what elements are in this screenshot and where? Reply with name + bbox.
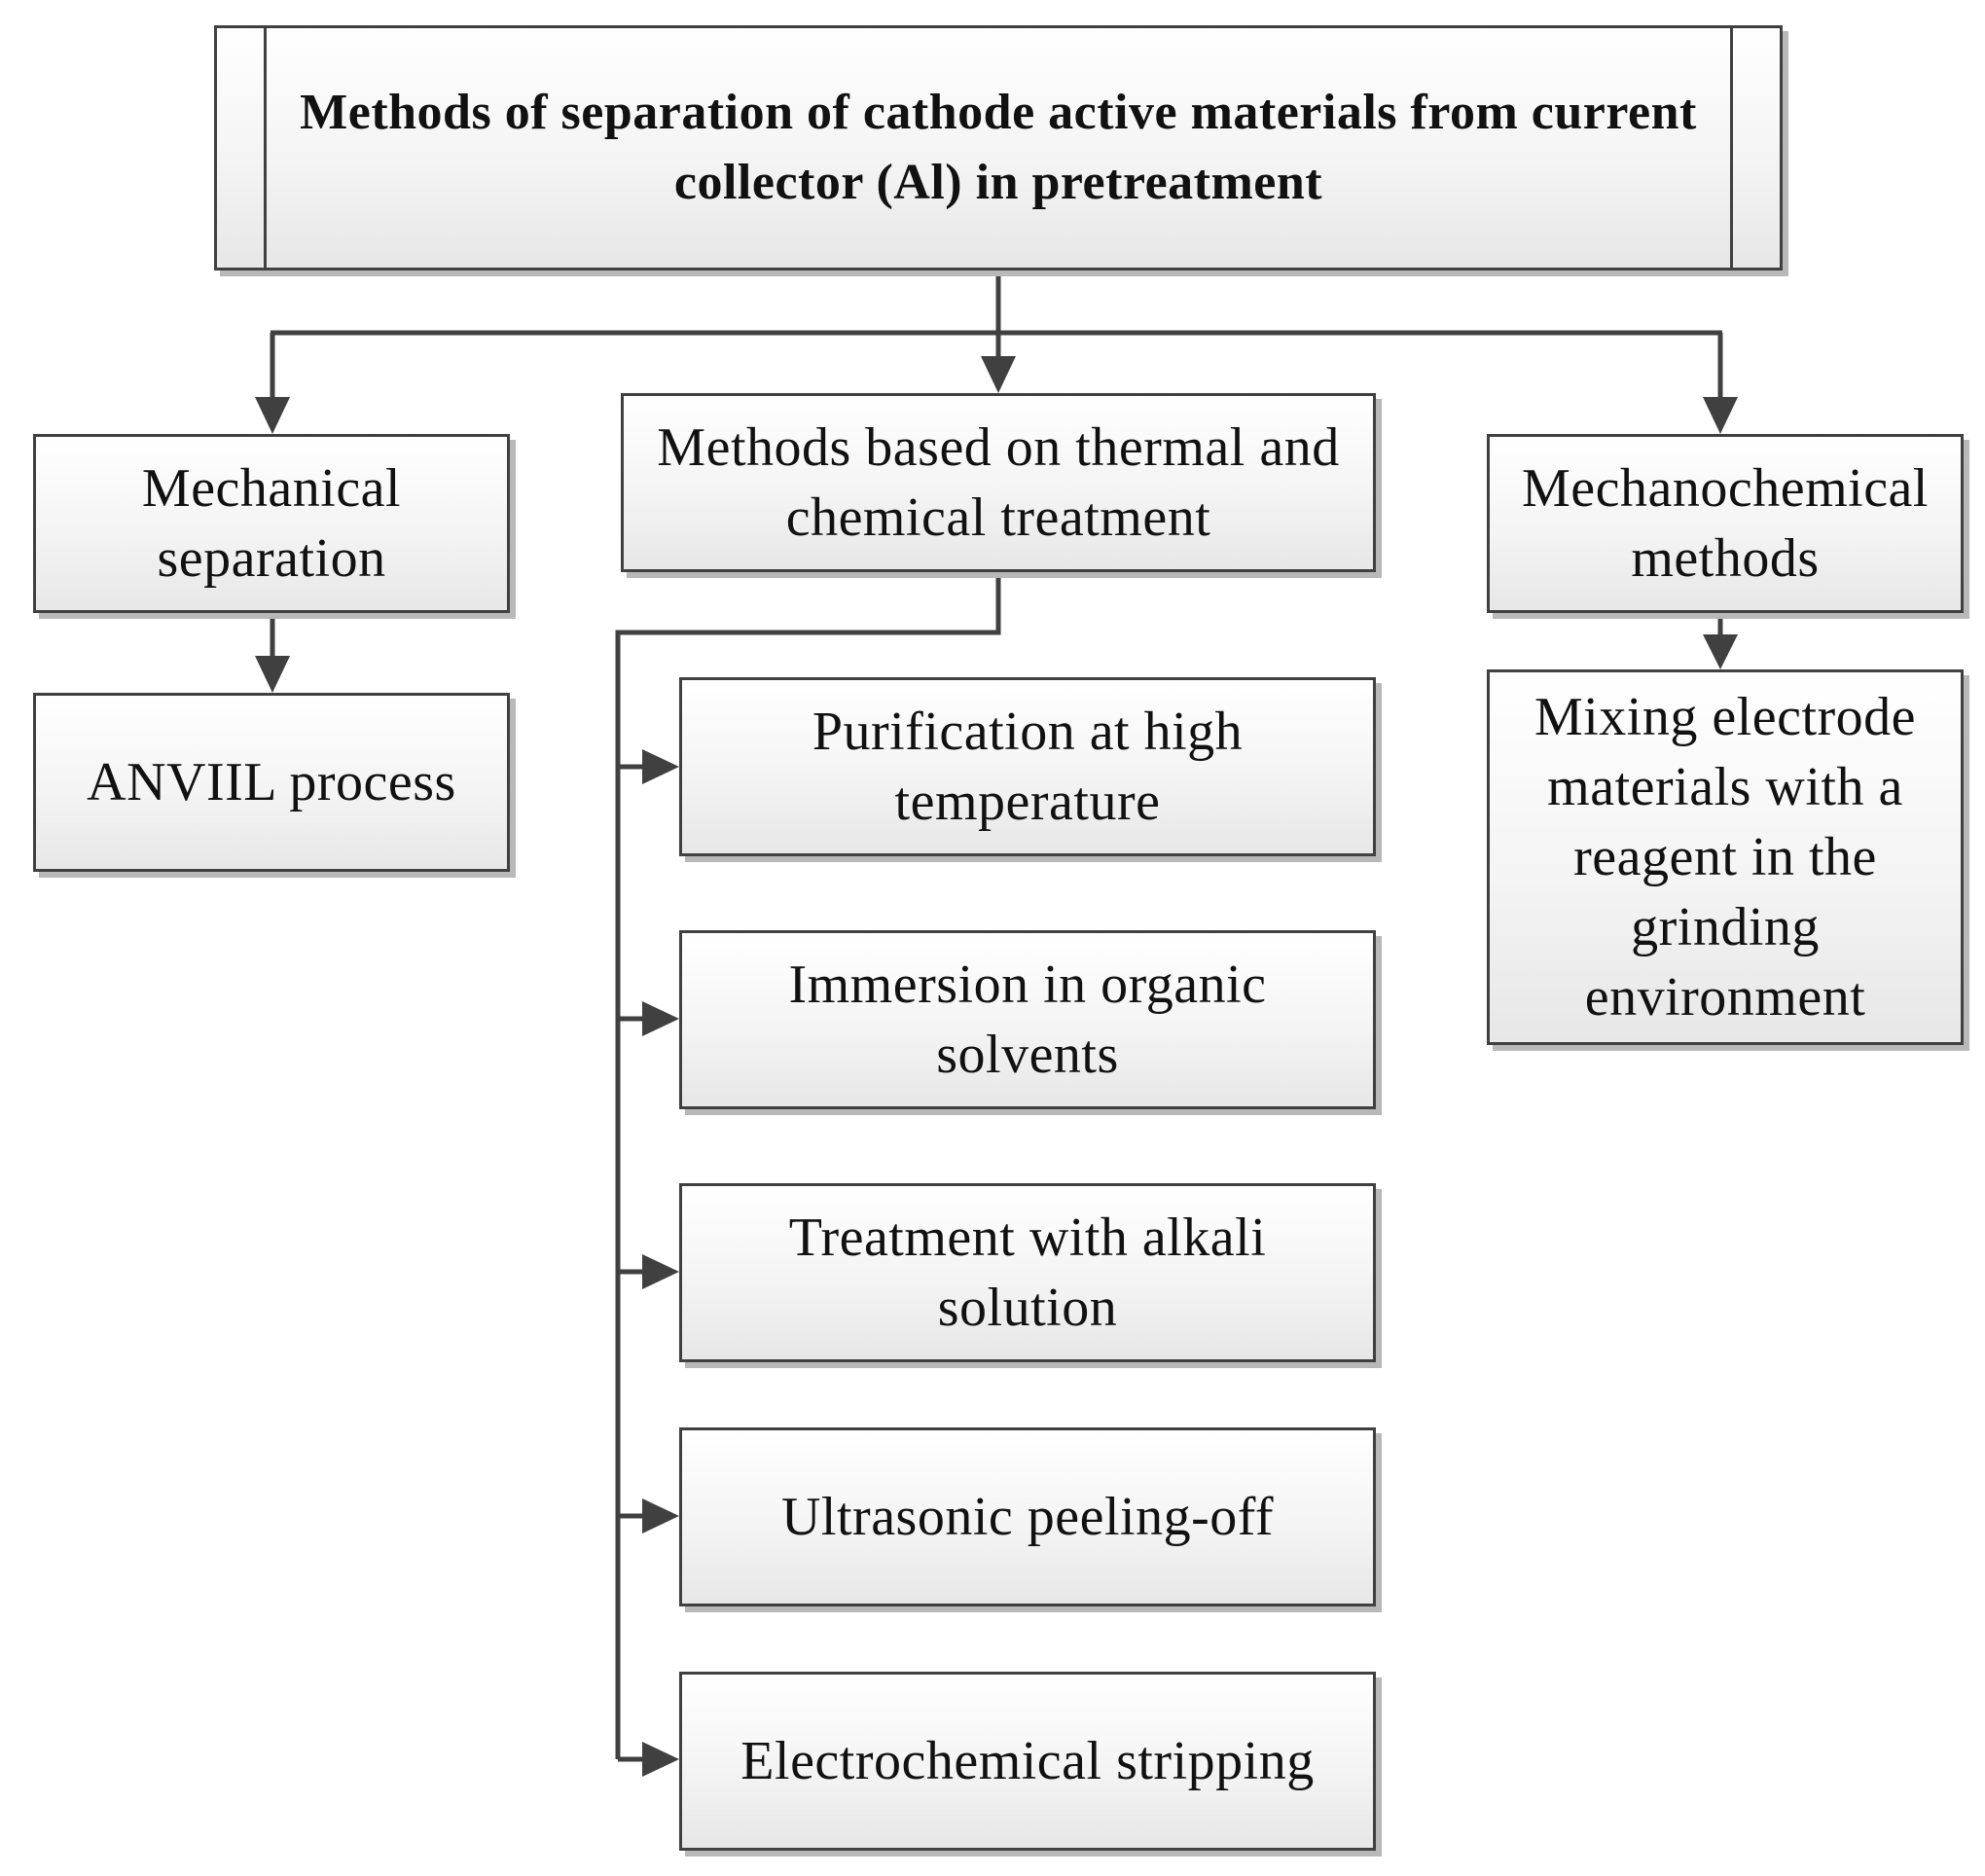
- mechanical-separation-box: Mechanical separation: [33, 434, 510, 613]
- child-immersion-label: Immersion in organic solvents: [788, 955, 1267, 1085]
- anviil-process-box: ANVIIL process: [33, 693, 510, 872]
- mixing-electrode-label: Mixing electrode materials with a reagen…: [1534, 687, 1917, 1028]
- anviil-process-label: ANVIIL process: [87, 752, 456, 812]
- child-ultrasonic-box: Ultrasonic peeling-off: [679, 1427, 1376, 1606]
- thermal-bus: [615, 572, 1001, 1759]
- thermal-chemical-label: Methods based on thermal and chemical tr…: [657, 417, 1340, 548]
- child-ultrasonic-label: Ultrasonic peeling-off: [780, 1487, 1275, 1547]
- arrowhead-ultrasonic: [642, 1498, 679, 1533]
- mechanochemical-methods-label: Mechanochemical methods: [1522, 458, 1929, 589]
- arrowhead-immersion: [642, 1001, 679, 1036]
- arrowhead-mechanochemical: [1703, 397, 1738, 434]
- arrowhead-anviil: [255, 656, 290, 693]
- thermal-chemical-box: Methods based on thermal and chemical tr…: [621, 393, 1376, 572]
- arrowhead-electrochemical: [642, 1742, 679, 1777]
- child-alkali-label: Treatment with alkali solution: [788, 1208, 1267, 1338]
- mechanochemical-methods-box: Mechanochemical methods: [1487, 434, 1964, 613]
- arrowhead-alkali: [642, 1254, 679, 1289]
- title-right-bar: [1730, 28, 1733, 268]
- arrowhead-purification: [642, 749, 679, 784]
- arrowhead-mechanical: [255, 397, 290, 434]
- child-alkali-box: Treatment with alkali solution: [679, 1183, 1376, 1362]
- diagram-title: Methods of separation of cathode active …: [300, 85, 1697, 210]
- title-left-bar: [264, 28, 267, 268]
- child-electrochemical-box: Electrochemical stripping: [679, 1672, 1376, 1851]
- mixing-electrode-box: Mixing electrode materials with a reagen…: [1487, 669, 1964, 1045]
- child-electrochemical-label: Electrochemical stripping: [740, 1731, 1315, 1791]
- title-box: Methods of separation of cathode active …: [214, 25, 1783, 271]
- mechanical-separation-label: Mechanical separation: [141, 458, 402, 589]
- child-immersion-box: Immersion in organic solvents: [679, 930, 1376, 1109]
- arrowhead-thermal: [981, 356, 1016, 393]
- arrowhead-mixing: [1703, 634, 1738, 669]
- child-purification-box: Purification at high temperature: [679, 677, 1376, 856]
- child-purification-label: Purification at high temperature: [812, 702, 1244, 832]
